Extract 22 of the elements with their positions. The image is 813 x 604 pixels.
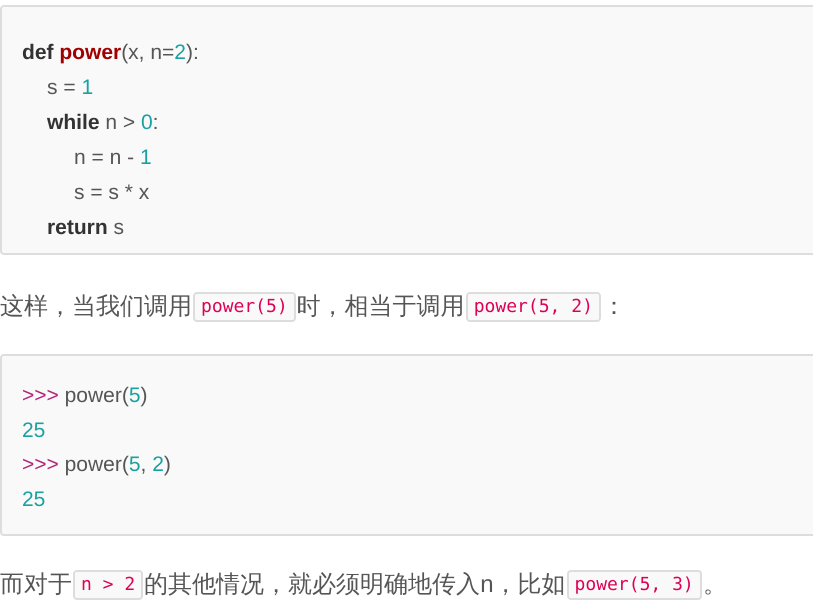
inline-code: power(5) bbox=[193, 292, 296, 322]
text: 时，相当于调用 bbox=[296, 293, 465, 320]
inline-code: power(5, 2) bbox=[466, 292, 601, 322]
inline-code: n > 2 bbox=[73, 570, 144, 600]
text: 这样，当我们调用 bbox=[0, 293, 192, 320]
code-line: while n > 0: bbox=[47, 110, 158, 136]
code-line: 25 bbox=[22, 486, 46, 512]
code-line: def power(x, n=2): bbox=[22, 40, 199, 66]
code-line: >>> power(5, 2) bbox=[22, 452, 171, 478]
code-block bbox=[0, 5, 813, 255]
code-line: return s bbox=[47, 215, 124, 241]
inline-code: power(5, 3) bbox=[566, 570, 702, 600]
text: 的其他情况，就必须明确地传入n，比如 bbox=[144, 571, 566, 598]
text: ： bbox=[602, 293, 626, 320]
code-line: >>> power(5) bbox=[22, 383, 148, 409]
code-line: s = s * x bbox=[74, 180, 150, 206]
text: 。 bbox=[702, 571, 727, 598]
code-line: s = 1 bbox=[47, 75, 94, 101]
code-block bbox=[0, 354, 813, 536]
code-line: 25 bbox=[22, 418, 46, 444]
text: 而对于 bbox=[0, 571, 72, 598]
code-line: n = n - 1 bbox=[74, 145, 152, 171]
